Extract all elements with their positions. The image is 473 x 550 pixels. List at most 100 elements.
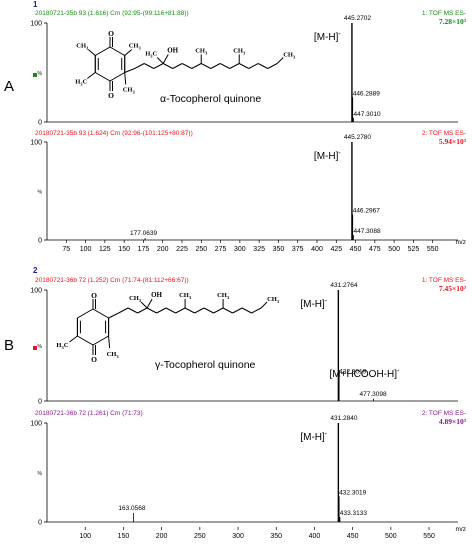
y-tick-label: % xyxy=(38,71,43,77)
bond xyxy=(108,335,111,349)
y-tick-label: 0 xyxy=(38,120,42,127)
bond xyxy=(191,63,202,69)
peak-label: 445.2780 xyxy=(344,134,371,141)
x-tick-label: 100 xyxy=(80,246,92,253)
x-tick-label: 375 xyxy=(292,246,304,253)
x-tick-label: 450 xyxy=(347,533,359,540)
adduct-label-sup: - xyxy=(397,368,400,375)
x-tick-label: 275 xyxy=(215,246,227,253)
subscript: 3 xyxy=(243,51,246,56)
y-tick-label: 0 xyxy=(38,238,42,245)
spectrum-2: 20180721-36b 72 (1.261) Cm (71:73)2: TOF… xyxy=(30,410,466,527)
ion-label-sup: - xyxy=(325,298,328,305)
subscript: 3 xyxy=(205,51,208,56)
subscript: 3 xyxy=(86,46,89,51)
y-tick-label: 100 xyxy=(30,421,42,428)
methyl-label: CH3 xyxy=(179,292,192,300)
atom: C xyxy=(83,79,88,86)
panel-letter: B xyxy=(4,337,14,354)
x-tick-label: 425 xyxy=(330,246,342,253)
bond xyxy=(95,46,111,56)
panel-number: 2 xyxy=(33,266,38,275)
x-tick-label: 350 xyxy=(273,246,285,253)
bond xyxy=(165,307,176,314)
atom: CH xyxy=(267,296,277,303)
x-unit-label: m/z xyxy=(456,239,466,246)
compound-label: γ-Tocopherol quinone xyxy=(155,359,256,371)
ion-label: [M-H]- xyxy=(300,431,327,443)
y-tick-label: 100 xyxy=(30,288,42,295)
bond xyxy=(251,307,262,314)
methyl-label: CH3 xyxy=(76,43,89,51)
hydroxyl-label: OH xyxy=(167,47,178,55)
subscript: 3 xyxy=(150,54,153,59)
methyl-label: CH3 xyxy=(217,292,230,300)
bond xyxy=(124,68,135,73)
intensity-label: 5.94×10³ xyxy=(439,137,467,146)
methyl-label: CH3 xyxy=(195,48,208,56)
bond xyxy=(109,46,125,56)
trace-marker xyxy=(33,346,37,350)
bond xyxy=(92,335,109,346)
header-text: 20180721-35b 93 (1.624) Cm (92:96-(101:1… xyxy=(35,130,193,137)
subscript: 3 xyxy=(227,295,230,300)
peak-label: 446.2967 xyxy=(353,208,380,215)
bond xyxy=(108,312,119,319)
subscript: 3 xyxy=(277,299,280,304)
ion-label-base: [M-H] xyxy=(314,32,339,43)
x-tick-label: 325 xyxy=(253,246,265,253)
bond xyxy=(248,63,259,69)
x-tick-label: 75 xyxy=(62,246,70,253)
methyl-label: CH3 xyxy=(233,48,246,56)
oxygen-label: O xyxy=(91,355,97,364)
bond xyxy=(146,298,153,309)
bond xyxy=(172,63,183,69)
intensity-label: 7.45×10³ xyxy=(439,284,467,293)
bond xyxy=(175,307,186,314)
x-tick-label: 200 xyxy=(156,533,168,540)
panel-number: 1 xyxy=(33,0,38,9)
subscript: 3 xyxy=(132,90,135,95)
bond xyxy=(140,301,148,309)
spectrum-1: 20180721-36b 72 (1.252) Cm (71:74-(81:11… xyxy=(30,277,466,406)
x-unit-label: m/z xyxy=(456,526,466,533)
methyl-label: CH3 xyxy=(129,295,142,303)
x-tick-label: 450 xyxy=(350,246,362,253)
y-tick-label: 0 xyxy=(38,520,42,527)
x-tick-label: 400 xyxy=(311,246,323,253)
bond xyxy=(267,63,278,69)
atom: CH xyxy=(179,292,189,299)
spectrum-2: 20180721-35b 93 (1.624) Cm (92:96-(101:1… xyxy=(30,130,466,245)
methyl-label: H3C xyxy=(56,342,68,350)
bond xyxy=(77,308,94,319)
subscript: 3 xyxy=(139,298,142,303)
methyl-label: CH3 xyxy=(283,52,296,60)
bond xyxy=(194,307,205,314)
bond xyxy=(156,307,167,314)
x-tick-label: 250 xyxy=(194,533,206,540)
y-tick-label: 0 xyxy=(38,399,42,406)
peak-label: 477.3098 xyxy=(360,391,387,398)
subscript: 3 xyxy=(189,295,192,300)
scan-label: 1: TOF MS ES- xyxy=(422,277,466,284)
x-tick-label: 100 xyxy=(79,533,91,540)
atom: CH xyxy=(217,292,227,299)
x-tick-label: 350 xyxy=(270,533,282,540)
bond xyxy=(77,335,94,346)
bond xyxy=(200,63,211,69)
x-tick-label: 125 xyxy=(99,246,111,253)
panel-letter: A xyxy=(4,78,14,95)
atom: CH xyxy=(283,52,293,59)
bond xyxy=(124,49,133,56)
intensity-label: 4.89×10³ xyxy=(439,417,467,426)
atom: CH xyxy=(129,43,139,50)
y-tick-label: % xyxy=(38,344,43,350)
x-tick-label: 550 xyxy=(423,533,435,540)
x-tick-label: 400 xyxy=(309,533,321,540)
peak-label: 432.3019 xyxy=(339,489,366,496)
x-tick-label: 150 xyxy=(118,533,130,540)
peak-label: 446.2889 xyxy=(353,90,380,97)
